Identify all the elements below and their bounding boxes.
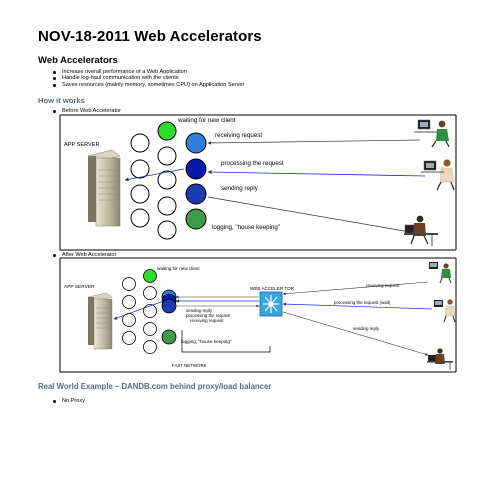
inner-receiving-label: receiving request (190, 318, 224, 323)
thread-slot-circle (122, 277, 136, 291)
sending-label: sending reply (221, 185, 259, 192)
list-item: Handle log-haul communication with the c… (52, 75, 244, 81)
thread-slot-circle (143, 322, 157, 336)
receiving-state-circle (185, 132, 207, 154)
thread-slot-circle (157, 146, 177, 166)
thread-slot-circle (130, 159, 150, 179)
thread-slot-circle (122, 331, 136, 345)
thread-slot-circle (143, 286, 157, 300)
section-heading-real-world: Real World Example – DANDB.com behind pr… (38, 382, 272, 391)
list-item: Saves resources (mainly memory, sometime… (52, 82, 244, 88)
bullet-list: Increase overall performance of a Web Ap… (52, 69, 244, 88)
after-frame (59, 258, 456, 373)
after-diagram: APP SERVER waiting for new client sendin… (59, 257, 457, 373)
no-proxy-list: No Proxy (52, 398, 85, 404)
before-frame (59, 115, 456, 251)
thread-slot-circle (143, 340, 157, 354)
inner-processing-label: processing the request (186, 313, 231, 318)
section-heading-how-it-works: How it works (38, 96, 85, 105)
app-server-label: APP SERVER (64, 284, 95, 290)
thread-slot-circle (157, 170, 177, 190)
thread-slot-circle (130, 208, 150, 228)
processing-label: processing the request (wait) (334, 300, 391, 305)
before-label-list: Before Web Accelerator (52, 108, 121, 114)
list-item: No Proxy (52, 398, 85, 404)
thread-slot-circle (157, 220, 177, 240)
waiting-state-circle (157, 121, 177, 141)
app-server-icon (87, 149, 121, 227)
app-server-icon (87, 292, 113, 350)
logging-label: logging, "house keeping" (181, 339, 232, 344)
client-person-icon (421, 159, 455, 191)
thread-slot-circle (143, 304, 157, 318)
app-server-label: APP SERVER (64, 142, 100, 148)
logging-state-circle (185, 208, 207, 230)
fast-network-label: FAST NETWORK (172, 363, 207, 368)
page-title: NOV-18-2011 Web Accelerators (38, 28, 262, 45)
waiting-state-circle (143, 269, 157, 283)
client-person-icon (404, 215, 438, 246)
thread-slot-circle (122, 295, 136, 309)
accelerator-label: WEB ACCELER TOR (250, 286, 295, 291)
sending-label: sending reply (353, 326, 380, 331)
before-diagram: APP SERVER waiting for new client (59, 114, 457, 251)
sending-state-circle (161, 298, 177, 314)
before-label: Before Web Accelerator (52, 108, 121, 114)
section-heading-web-accelerators: Web Accelerators (38, 55, 118, 66)
client-person-icon (429, 262, 452, 284)
client-person-icon (427, 348, 453, 370)
thread-slot-circle (130, 184, 150, 204)
sending-state-circle (185, 183, 207, 205)
waiting-label: waiting for new client (157, 266, 200, 271)
after-label: After Web Accelerator (52, 252, 116, 258)
client-person-icon (414, 119, 450, 148)
thread-slot-circle (130, 133, 150, 153)
processing-state-circle (185, 158, 207, 180)
fast-network-bracket (181, 330, 271, 353)
client-person-icon (434, 299, 456, 323)
after-label-list: After Web Accelerator (52, 252, 116, 258)
processing-label: processing the request (221, 160, 284, 167)
receiving-label: receiving request (366, 283, 400, 288)
inner-sending-label: sending reply (186, 308, 213, 313)
web-accelerator-icon (259, 291, 283, 317)
logging-state-circle (161, 329, 177, 345)
waiting-label: waiting for new client (177, 117, 236, 124)
logging-label: logging, "house keeping" (212, 224, 280, 231)
list-item: Increase overall performance of a Web Ap… (52, 69, 244, 75)
receiving-label: receiving request (215, 132, 262, 139)
thread-slot-circle (157, 196, 177, 216)
